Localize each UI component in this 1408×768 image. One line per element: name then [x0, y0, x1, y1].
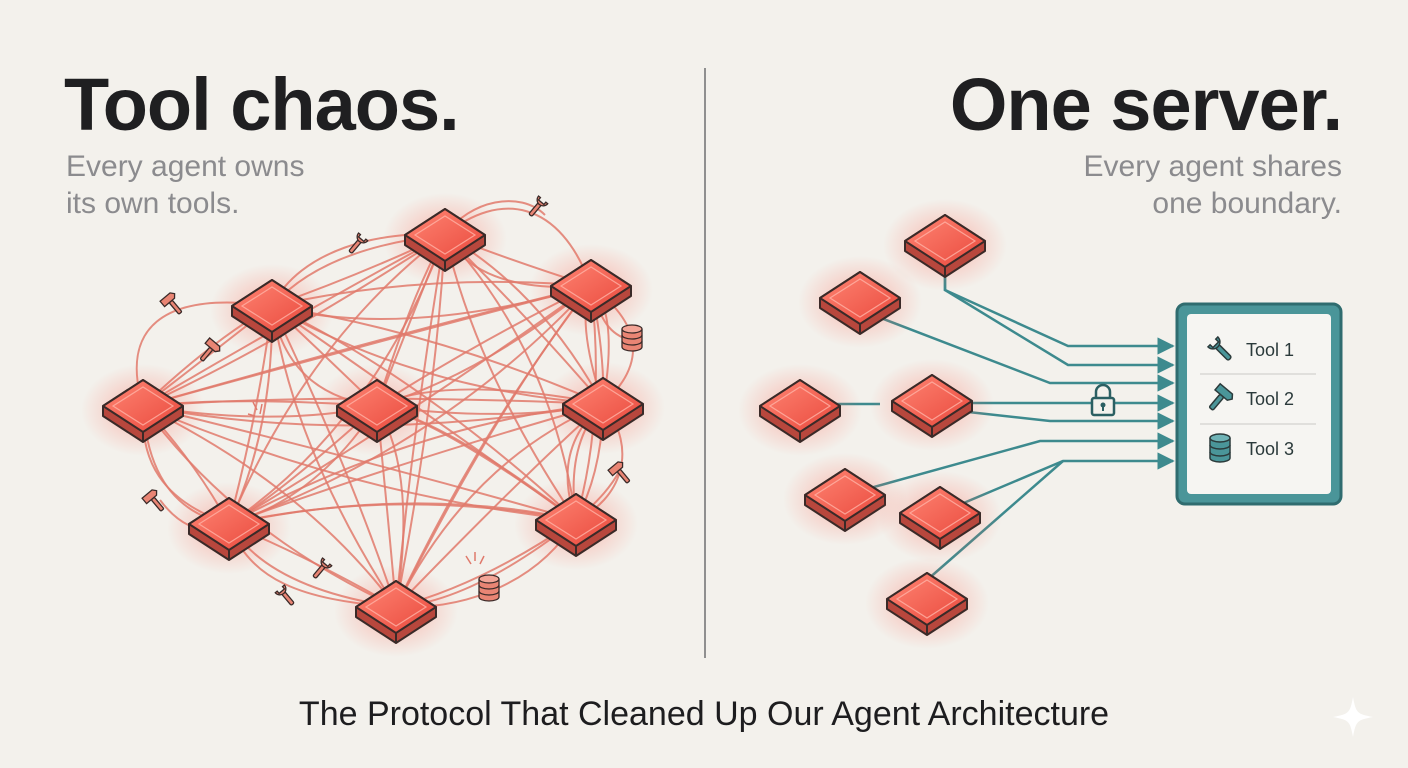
tool-label: Tool 3 [1246, 439, 1294, 459]
agent-node [878, 471, 1002, 563]
tool-label: Tool 2 [1246, 389, 1294, 409]
sparkle-icon [1333, 697, 1373, 737]
left-subtitle: Every agent owns its own tools. [66, 148, 304, 222]
agent-node [81, 364, 205, 456]
right-subtitle: Every agent shares one boundary. [1084, 148, 1342, 222]
agent-node [541, 362, 665, 454]
lock-icon [1090, 383, 1116, 417]
wrench-icon [1206, 335, 1232, 361]
right-subtitle-line: Every agent shares [1083, 150, 1342, 183]
hammer-icon [607, 461, 631, 484]
server-connection [859, 308, 1175, 392]
left-subtitle-line: its own tools. [66, 187, 240, 220]
caption: The Protocol That Cleaned Up Our Agent A… [298, 695, 1110, 733]
scattered-tools [141, 195, 643, 606]
right-subtitle-line: one boundary. [1152, 187, 1342, 220]
agent-node [883, 199, 1007, 291]
agent-node [383, 193, 507, 285]
agent-node [738, 364, 862, 456]
tool-label: Tool 1 [1246, 340, 1294, 360]
agent-node [210, 264, 334, 356]
database-icon [478, 574, 500, 602]
wrench-icon [274, 584, 295, 606]
hammer-icon [159, 292, 183, 315]
mcp-server-box: Tool 1 Tool 2 Tool 3 [1175, 302, 1343, 506]
agent-node [334, 565, 458, 657]
left-subtitle-line: Every agent owns [66, 150, 305, 183]
center-divider [704, 68, 706, 658]
database-icon [1209, 433, 1231, 463]
left-heading: Tool chaos. [64, 63, 460, 146]
agent-node [783, 453, 907, 545]
agent-node [865, 557, 989, 649]
wrench-icon [528, 195, 549, 217]
chaos-line [142, 285, 592, 407]
agent-node [514, 478, 638, 570]
database-icon [621, 324, 643, 352]
agent-node [529, 244, 653, 336]
left-agents [81, 193, 665, 657]
wrench-icon [348, 232, 369, 254]
right-heading: One server. [949, 63, 1343, 146]
agent-node [870, 359, 994, 451]
agent-node [798, 256, 922, 348]
hammer-icon [141, 489, 165, 512]
agent-node [167, 482, 291, 574]
right-agents [738, 199, 1007, 649]
hammer-icon [1208, 382, 1234, 411]
wrench-icon [312, 557, 333, 579]
agent-node [315, 364, 439, 456]
hammer-icon [199, 337, 221, 362]
